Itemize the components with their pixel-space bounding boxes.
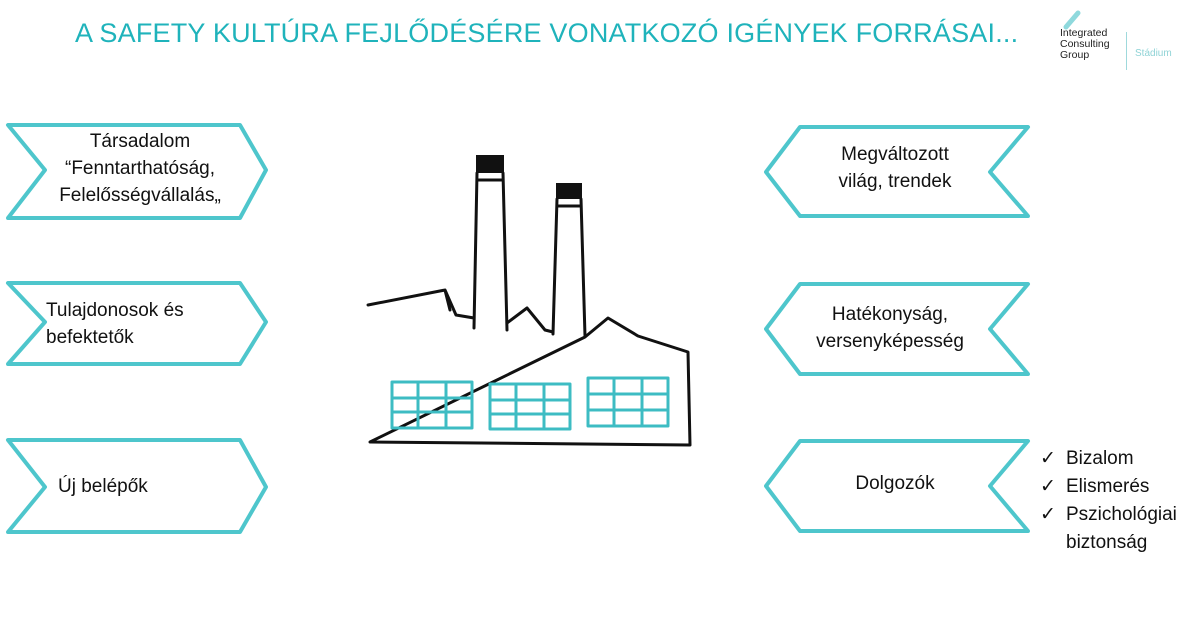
chimney-left <box>472 171 509 332</box>
list-item: ✓ Elismerés <box>1040 473 1177 501</box>
need-text: Pszichológiai biztonság <box>1066 501 1177 557</box>
left-chevron-2 <box>6 281 268 366</box>
logo-divider <box>1126 32 1127 70</box>
check-icon: ✓ <box>1040 448 1056 469</box>
logo-name-line: Integrated <box>1060 27 1108 39</box>
left-chevron-3 <box>6 438 268 534</box>
label-line: Társadalom <box>89 131 191 152</box>
left-chevron-1 <box>6 123 268 220</box>
list-item: ✓ Bizalom <box>1040 445 1177 473</box>
chimney-cap-left <box>476 155 504 173</box>
logo-name-line: Consulting <box>1060 38 1110 50</box>
employee-needs-list: ✓ Bizalom ✓ Elismerés ✓ Pszichológiai bi… <box>1040 445 1177 557</box>
factory-windows <box>390 376 670 431</box>
list-item: ✓ Pszichológiai biztonság <box>1040 501 1177 557</box>
chimney-right <box>551 197 587 338</box>
source-label-newcomers: Új belépők <box>58 473 238 500</box>
factory-icon <box>366 155 692 447</box>
need-text-line: Pszichológiai <box>1066 504 1177 525</box>
need-text: Elismerés <box>1066 476 1150 497</box>
logo-subtitle: Stádium <box>1135 48 1172 59</box>
label-line: versenyképesség <box>816 331 964 352</box>
label-line: Megváltozott <box>841 144 949 165</box>
label-line: “Fenntarthatóság, <box>65 158 215 179</box>
source-label-efficiency: Hatékonyság, versenyképesség <box>790 301 990 355</box>
check-icon: ✓ <box>1040 504 1056 525</box>
label-line: világ, trendek <box>838 171 952 192</box>
page-title: A SAFETY KULTÚRA FEJLŐDÉSÉRE VONATKOZÓ I… <box>75 18 1019 48</box>
logo-name-line: Group <box>1060 49 1090 61</box>
chimney-cap-right <box>556 183 582 199</box>
factory-building <box>366 288 692 447</box>
right-chevron-2 <box>764 282 1030 376</box>
source-label-owners: Tulajdonosok és befektetők <box>46 297 236 351</box>
logo-mark-icon <box>1063 10 1081 30</box>
check-icon: ✓ <box>1040 476 1056 497</box>
source-label-society: Társadalom “Fenntarthatóság, Felelősségv… <box>40 128 240 209</box>
label-line: Tulajdonosok és <box>46 300 184 321</box>
logo-name: Integrated Consulting Group <box>1060 28 1110 61</box>
label-line: Felelősségvállalás„ <box>59 185 221 206</box>
label-line: befektetők <box>46 327 134 348</box>
label-line: Dolgozók <box>855 473 935 494</box>
need-text: Bizalom <box>1066 448 1134 469</box>
label-line: Új belépők <box>58 476 148 497</box>
label-line: Hatékonyság, <box>831 304 949 325</box>
need-text-line: biztonság <box>1066 532 1148 553</box>
source-label-changed-world: Megváltozott világ, trendek <box>800 141 990 195</box>
right-chevron-1 <box>764 125 1030 218</box>
right-chevron-3 <box>764 439 1030 533</box>
company-logo: Integrated Consulting Group Stádium <box>1060 6 1195 70</box>
source-label-employees: Dolgozók <box>800 470 990 497</box>
